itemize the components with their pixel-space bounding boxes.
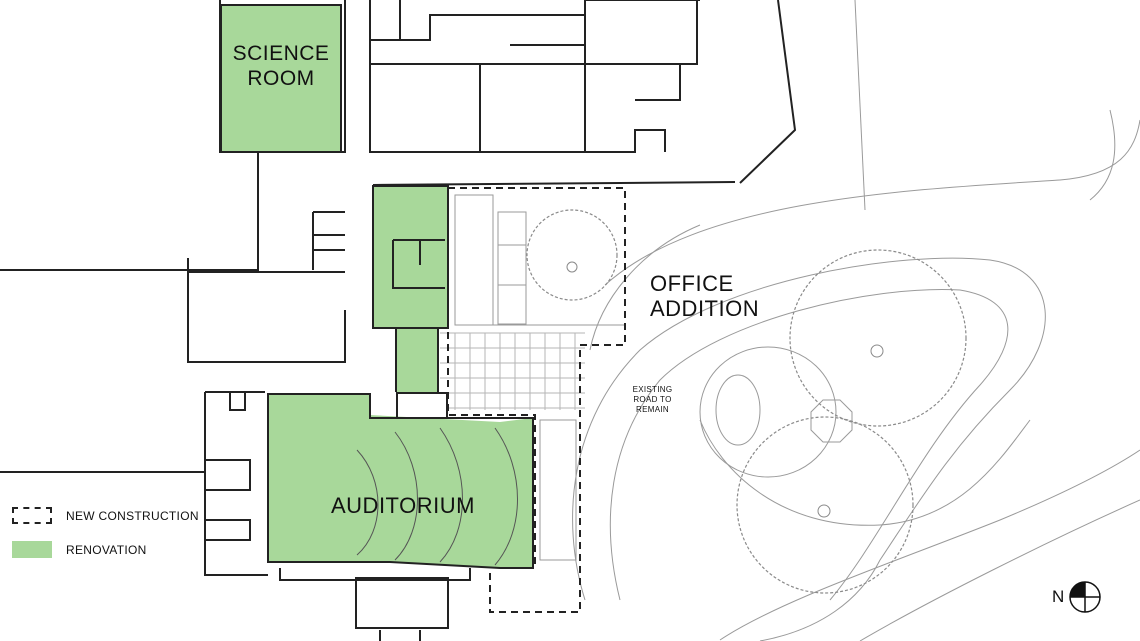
auditorium-seating — [356, 427, 518, 566]
auditorium-fill — [268, 395, 533, 568]
science-room-fill — [222, 6, 340, 151]
trees — [526, 209, 967, 594]
office-addition-label-line2: ADDITION — [650, 296, 760, 321]
existing-road-label: EXISTING ROAD TO REMAIN — [625, 385, 680, 415]
legend-new-construction: NEW CONSTRUCTION — [12, 507, 199, 524]
corridor-renovation-fill — [396, 327, 438, 392]
north-arrow: N — [1052, 580, 1102, 614]
north-letter: N — [1052, 587, 1065, 606]
building-walls — [0, 0, 797, 641]
new-construction-swatch — [12, 507, 52, 524]
existing-road-label-line1: EXISTING — [632, 385, 673, 394]
north-arrow-icon — [1069, 581, 1102, 613]
renovation-legend-label: RENOVATION — [66, 542, 147, 557]
science-room-label: SCIENCE ROOM — [232, 41, 330, 91]
new-construction-outline — [447, 187, 626, 613]
existing-road-label-line2: ROAD TO — [633, 395, 672, 404]
auditorium-label: AUDITORIUM — [331, 493, 475, 518]
new-construction-legend-label: NEW CONSTRUCTION — [66, 508, 199, 523]
legend-renovation: RENOVATION — [12, 541, 147, 558]
office-addition-label: OFFICE ADDITION — [650, 271, 759, 321]
renovation-areas — [222, 6, 533, 568]
existing-road-label-line3: REMAIN — [636, 405, 669, 414]
science-room-label-line1: SCIENCE — [232, 42, 330, 65]
site-lines — [440, 0, 1140, 641]
science-room-label-line2: ROOM — [247, 67, 315, 90]
office-renovation-fill — [373, 187, 447, 327]
office-addition-label-line1: OFFICE — [650, 271, 734, 296]
renovation-swatch — [12, 541, 52, 558]
